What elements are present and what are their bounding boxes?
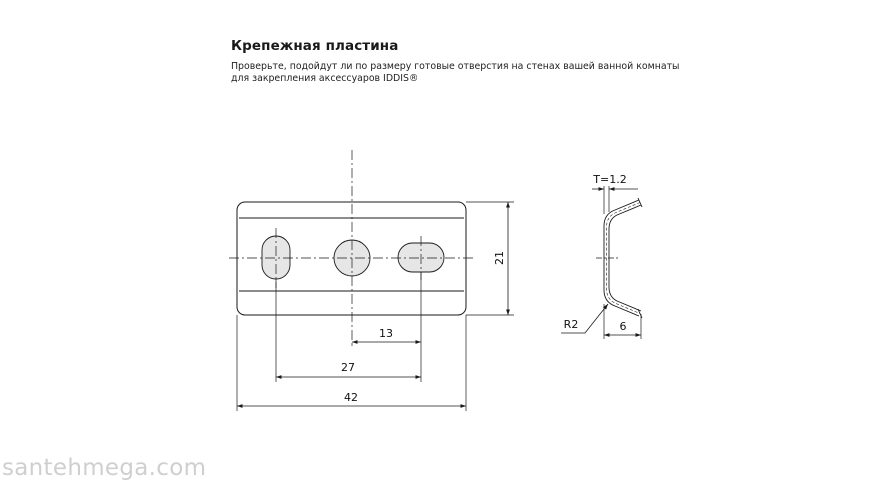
description: Проверьте, подойдут ли по размеру готовы… xyxy=(231,61,691,85)
dim-label-13: 13 xyxy=(379,327,393,340)
description-line-2: для закрепления аксессуаров IDDIS® xyxy=(231,73,419,84)
page-title: Крепежная пластина xyxy=(231,38,399,54)
dim-label-42: 42 xyxy=(344,391,358,404)
dim-label-thickness: T=1.2 xyxy=(592,173,626,186)
profile-midline xyxy=(606,202,641,314)
radius-leader xyxy=(561,303,609,334)
side-view xyxy=(561,186,643,339)
description-line-1: Проверьте, подойдут ли по размеру готовы… xyxy=(231,61,680,72)
center-lines xyxy=(229,150,473,345)
watermark: santehmega.com xyxy=(2,455,207,481)
front-view xyxy=(229,150,514,411)
dim-label-21: 21 xyxy=(493,251,506,265)
extension-lines xyxy=(236,201,514,411)
dim-label-radius: R2 xyxy=(564,318,579,331)
dim-label-27: 27 xyxy=(341,361,355,374)
dim-label-depth: 6 xyxy=(620,320,627,333)
